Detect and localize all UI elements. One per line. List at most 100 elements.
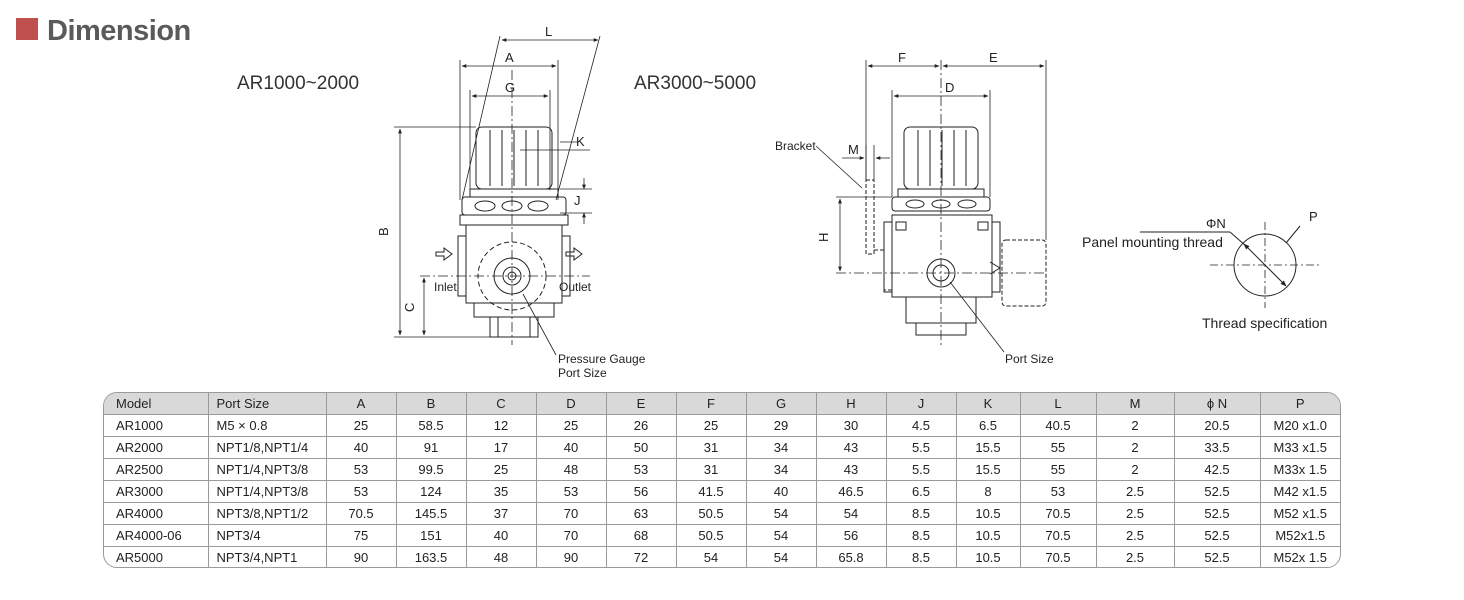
table-header-cell: J (886, 393, 957, 415)
table-header-cell: Port Size (208, 393, 327, 415)
table-cell: M52x 1.5 (1273, 550, 1327, 565)
dimension-drawings: A L G K J B C Inlet Outlet Pressure Gaug… (376, 24, 1327, 380)
table-cell: NPT1/8,NPT1/4 (208, 436, 327, 459)
table-cell: 17 (466, 436, 537, 459)
table-cell: 25 (536, 414, 607, 437)
table-cell: 53 (536, 480, 607, 503)
table-cell: 2.5 (1096, 546, 1175, 567)
table-cell: 43 (816, 436, 887, 459)
table-cell: 10.5 (956, 546, 1021, 567)
table-header-cell: H (816, 393, 887, 415)
table-cell: 50.5 (676, 524, 747, 547)
table-cell: 40.5 (1020, 414, 1097, 437)
thread-spec-label: Thread specification (1202, 315, 1327, 331)
table-header-cell: K (956, 393, 1021, 415)
thread-spec-labels: ΦN P Panel mounting thread Thread specif… (1082, 209, 1327, 331)
table-cell: 35 (466, 480, 537, 503)
table-cell: NPT3/8,NPT1/2 (208, 502, 327, 525)
table-cell: 55 (1020, 436, 1097, 459)
table-cell: 63 (606, 502, 677, 525)
dim-label-a: A (505, 50, 514, 65)
table-cell: 52.5 (1174, 524, 1261, 547)
gauge-label-line1: Pressure Gauge (558, 352, 646, 366)
table-cell: 4.5 (886, 414, 957, 437)
table-cell: 70 (536, 502, 607, 525)
table-cell: 6.5 (956, 414, 1021, 437)
table-cell: 72 (606, 546, 677, 567)
table-cell: 29 (746, 414, 817, 437)
table-cell: 56 (606, 480, 677, 503)
table-cell: 8 (956, 480, 1021, 503)
table-cell: 10.5 (956, 524, 1021, 547)
table-cell: 124 (396, 480, 467, 503)
table-header-cell: ϕ N (1174, 393, 1261, 415)
table-cell: AR4000 (104, 502, 209, 525)
table-cell: 15.5 (956, 436, 1021, 459)
table-cell: 42.5 (1174, 458, 1261, 481)
table-cell: M52 x1.5 (1260, 502, 1340, 525)
table-cell: 2 (1096, 458, 1175, 481)
table-header-cell: M (1096, 393, 1175, 415)
table-header-cell: G (746, 393, 817, 415)
table-cell: AR5000 (104, 546, 209, 567)
table-header-cell: B (396, 393, 467, 415)
table-cell: 10.5 (956, 502, 1021, 525)
table-cell: 41.5 (676, 480, 747, 503)
table-header-cell: Model (104, 393, 209, 415)
dim-label-e: E (989, 50, 998, 65)
table-cell: 65.8 (816, 546, 887, 567)
table-cell: 70.5 (326, 502, 397, 525)
table-cell: 90 (536, 546, 607, 567)
table-cell: NPT1/4,NPT3/8 (208, 480, 327, 503)
table-cell: 8.5 (886, 546, 957, 567)
table-cell: AR4000-06 (104, 524, 209, 547)
table-cell: 55 (1020, 458, 1097, 481)
panel-mounting-label: Panel mounting thread (1082, 234, 1223, 250)
inlet-label: Inlet (434, 280, 457, 294)
table-cell: 50.5 (676, 502, 747, 525)
table-cell: 90 (326, 546, 397, 567)
table-cell: 163.5 (396, 546, 467, 567)
gauge-label-line2: Port Size (558, 366, 607, 380)
table-cell: 53 (606, 458, 677, 481)
table-cell: 12 (466, 414, 537, 437)
table-cell: 40 (536, 436, 607, 459)
table-header-cell: L (1020, 393, 1097, 415)
table-cell: NPT1/4,NPT3/8 (208, 458, 327, 481)
table-cell: 2.5 (1096, 524, 1175, 547)
table-cell: 46.5 (816, 480, 887, 503)
table-cell: 43 (816, 458, 887, 481)
table-cell: 54 (746, 524, 817, 547)
table-cell: M52x1.5 (1260, 524, 1340, 547)
table-cell: 48 (536, 458, 607, 481)
table-cell: 70.5 (1020, 546, 1097, 567)
table-cell: AR2500 (104, 458, 209, 481)
dim-label-m: M (848, 142, 859, 157)
dim-label-l: L (545, 24, 552, 39)
table-cell: 5.5 (886, 458, 957, 481)
dim-label-h: H (816, 233, 831, 242)
table-cell: 91 (396, 436, 467, 459)
table-cell: 54 (816, 502, 887, 525)
table-cell: 5.5 (886, 436, 957, 459)
table-cell: 58.5 (396, 414, 467, 437)
table-cell: 34 (746, 436, 817, 459)
table-header-cell: C (466, 393, 537, 415)
table-cell: AR2000 (104, 436, 209, 459)
table-cell: 25 (326, 414, 397, 437)
table-cell: 54 (746, 546, 817, 567)
thread-spec-drawing (1140, 222, 1322, 308)
left-dimension-labels: A L G K J B C Inlet Outlet Pressure Gaug… (376, 24, 646, 380)
table-header-cell: E (606, 393, 677, 415)
right-dimension-labels: F E D M H Bracket Port Size (775, 50, 1054, 366)
bracket-label: Bracket (775, 139, 816, 153)
table-cell: 70 (536, 524, 607, 547)
table-cell: 68 (606, 524, 677, 547)
